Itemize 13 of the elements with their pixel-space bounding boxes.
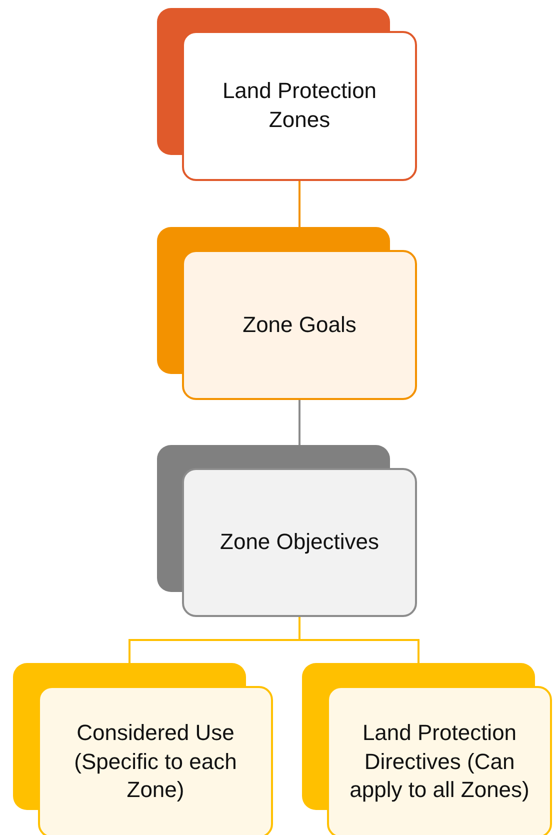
stacked-box [157, 445, 417, 617]
stacked-box [157, 227, 417, 400]
connector-line [298, 181, 300, 227]
box-label: Zone Goals [242, 310, 356, 339]
box-label: Zone Objectives [220, 528, 379, 556]
stacked-box [302, 663, 552, 835]
stacked-box [157, 8, 417, 181]
box-label: Considered Use (Specific to each Zone) [73, 719, 238, 804]
connector-line [298, 400, 300, 445]
stacked-box [13, 663, 273, 835]
box-label: Land Protection Zones [221, 77, 378, 134]
box-label: Land Protection Directives (Can apply to all Zones) [348, 719, 530, 804]
connector-line [298, 617, 420, 663]
